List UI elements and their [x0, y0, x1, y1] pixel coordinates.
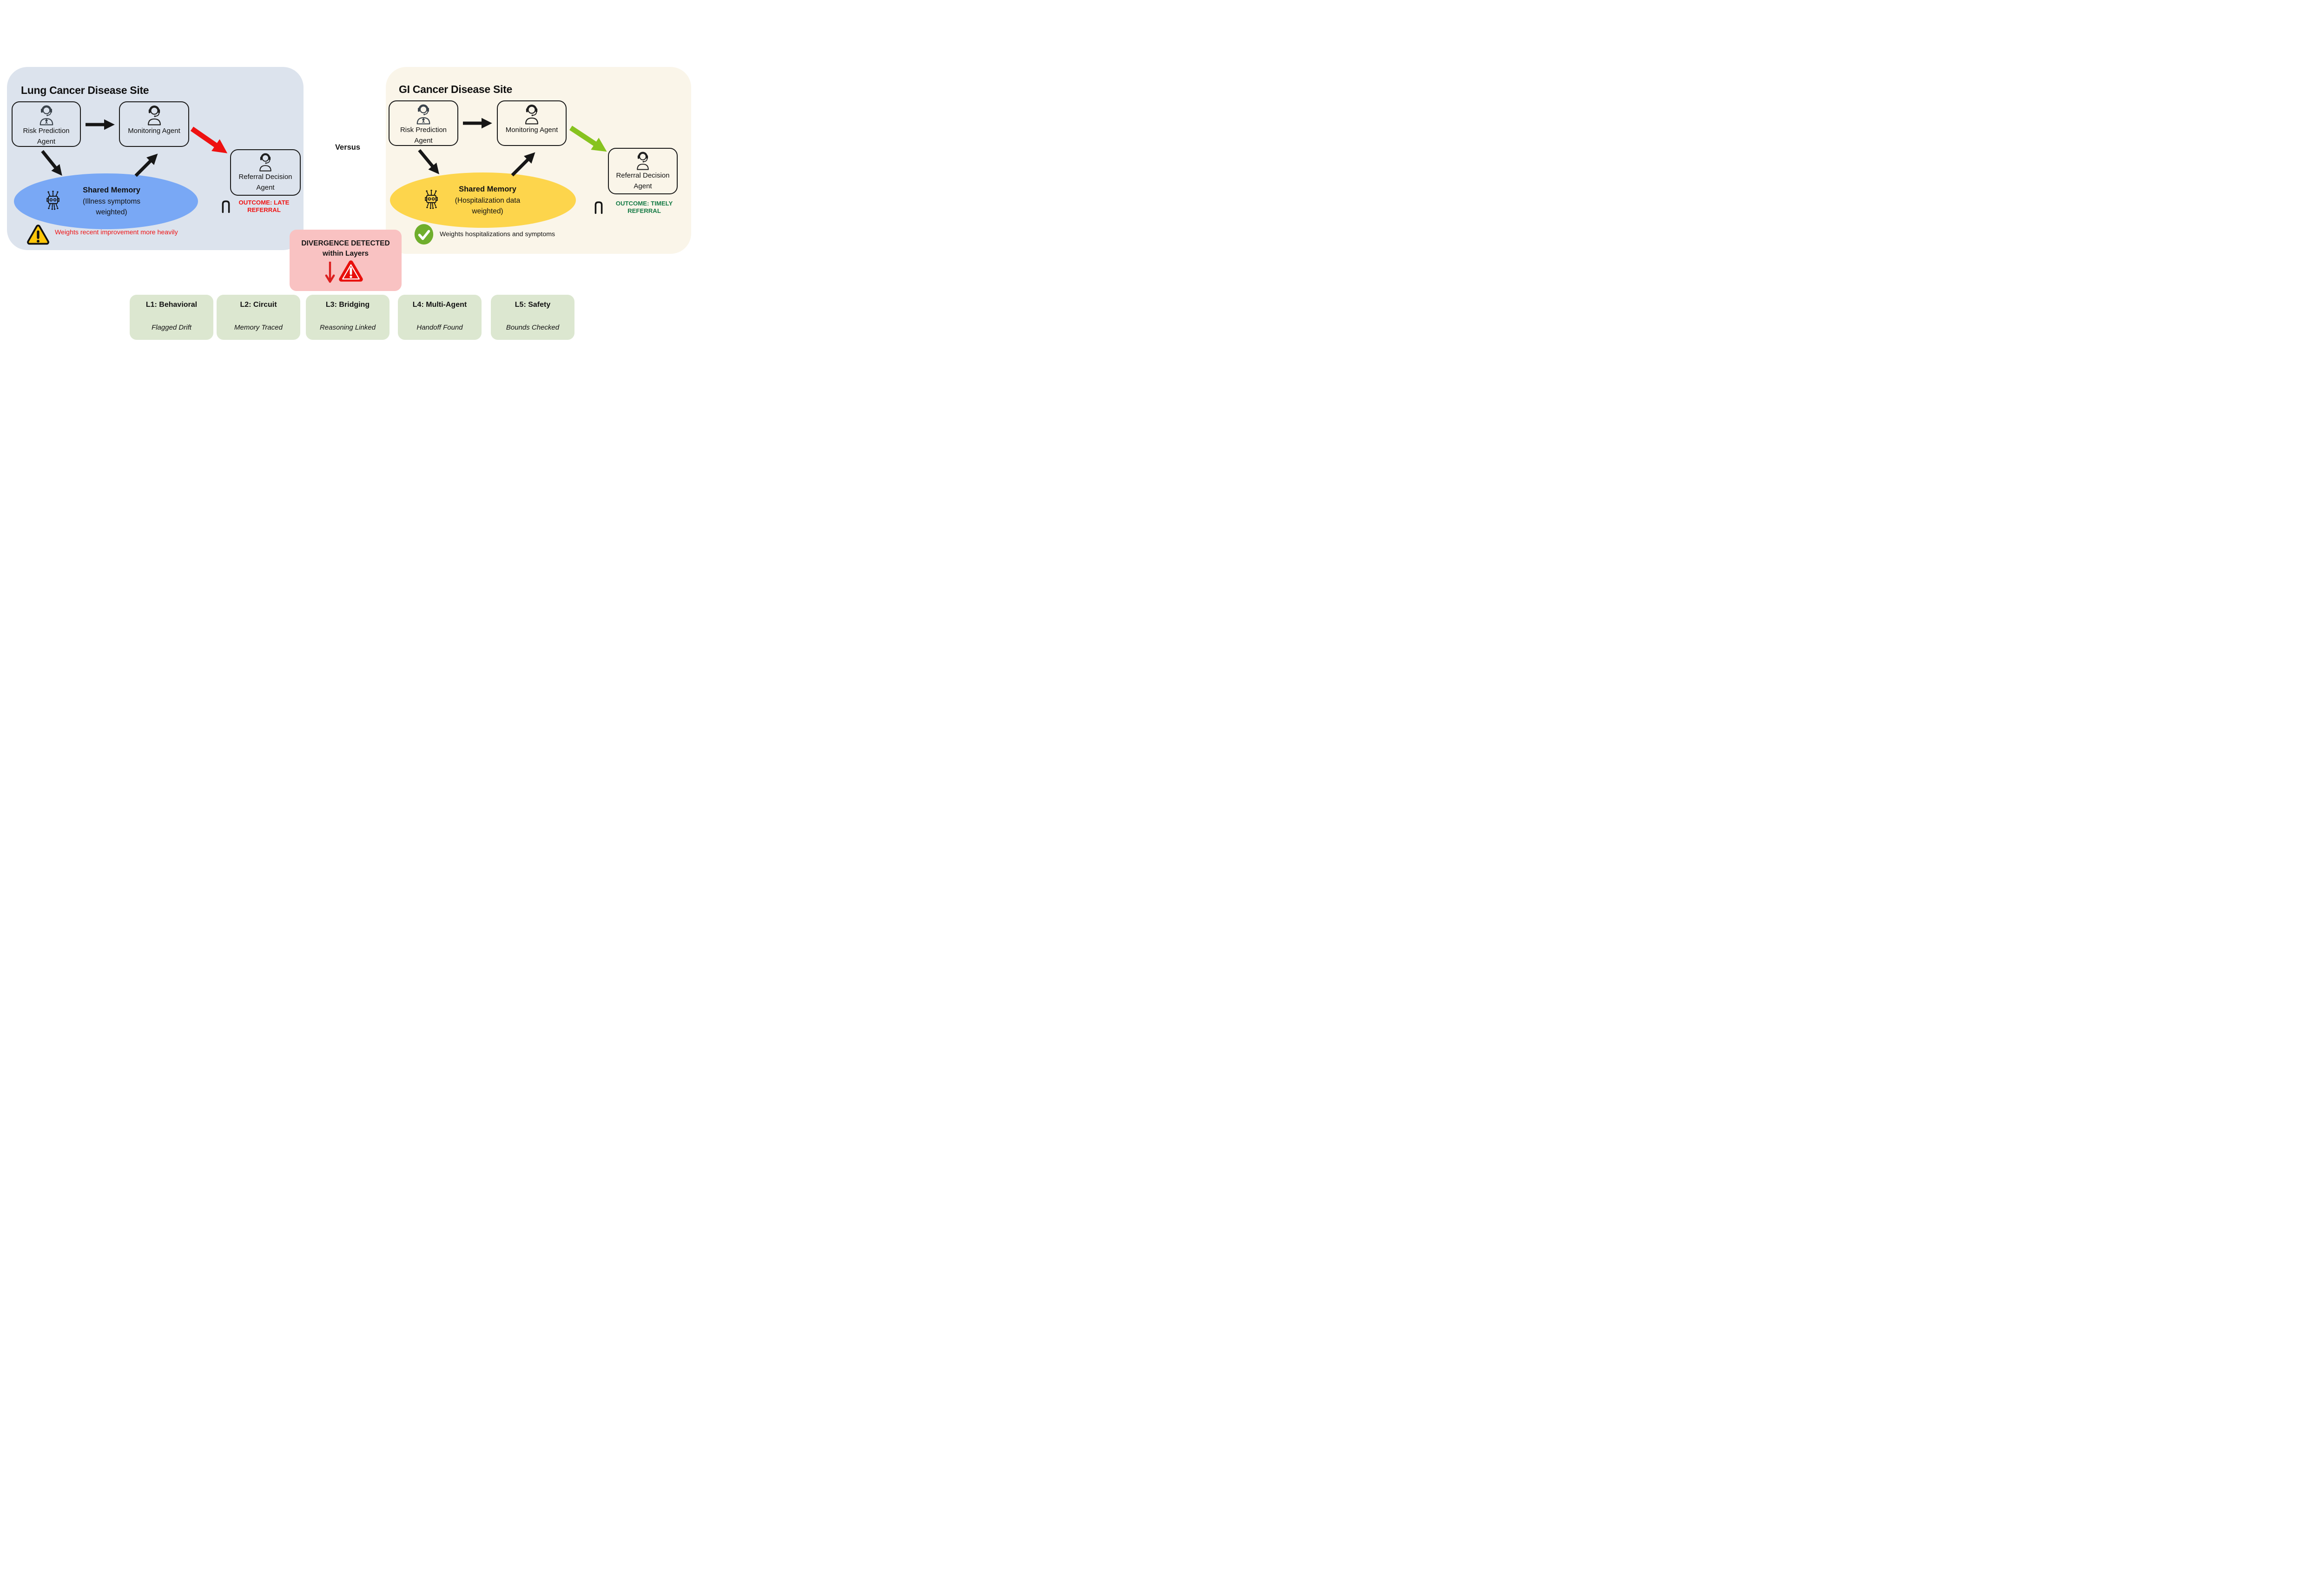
alert-triangle-icon	[338, 259, 363, 282]
layer-label: L3: Bridging	[325, 301, 370, 309]
layer-status: Flagged Drift	[152, 324, 191, 331]
layer-box-l4: L4: Multi-Agent Handoff Found	[398, 295, 482, 340]
divergence-line2: within Layers	[322, 250, 369, 258]
warning-triangle-icon	[26, 224, 50, 245]
outcome-line1: OUTCOME: LATE	[238, 199, 290, 206]
robot-memory-icon	[423, 188, 440, 212]
memory-subtitle: (Illness symptoms weighted)	[82, 197, 141, 216]
layer-status: Memory Traced	[234, 324, 283, 331]
divergence-line1: DIVERGENCE DETECTED	[301, 239, 390, 247]
lung-monitoring-agent-box: Monitoring Agent	[119, 101, 189, 147]
gi-shared-memory-ellipse	[390, 172, 576, 228]
headset-agent-icon	[523, 103, 541, 125]
headset-agent-icon	[634, 150, 652, 170]
gi-monitoring-agent-box: Monitoring Agent	[497, 100, 567, 146]
bracket-icon	[594, 200, 604, 214]
down-arrow-icon	[324, 260, 336, 284]
layer-status: Handoff Found	[416, 324, 463, 331]
lung-memory-note: Weights recent improvement more heavily	[55, 229, 178, 236]
outcome-line1: OUTCOME: TIMELY	[615, 200, 673, 207]
lung-referral-decision-agent-box: Referral Decision Agent	[230, 149, 301, 196]
memory-subtitle: (Hospitalization data weighted)	[455, 196, 521, 215]
headset-agent-tie-icon	[415, 103, 432, 125]
layer-label: L2: Circuit	[240, 301, 277, 309]
layer-box-l1: L1: Behavioral Flagged Drift	[130, 295, 213, 340]
layer-status: Bounds Checked	[506, 324, 560, 331]
agent-label: Risk Prediction Agent	[400, 126, 447, 145]
agent-label: Referral Decision Agent	[238, 173, 292, 192]
memory-title: Shared Memory	[459, 185, 516, 193]
lung-memory-text: Shared Memory (Illness symptoms weighted…	[70, 178, 153, 225]
layer-box-l5: L5: Safety Bounds Checked	[491, 295, 574, 340]
layer-label: L5: Safety	[515, 301, 551, 309]
outcome-line2: REFERRAL	[247, 206, 281, 213]
gi-memory-note: Weights hospitalizations and symptoms	[440, 231, 555, 238]
headset-agent-icon	[145, 104, 163, 126]
lung-panel-title: Lung Cancer Disease Site	[21, 84, 149, 96]
layer-box-l3: L3: Bridging Reasoning Linked	[306, 295, 390, 340]
gi-panel-title: GI Cancer Disease Site	[399, 83, 512, 95]
lung-outcome: OUTCOME: LATE REFERRAL	[231, 199, 297, 213]
check-circle-icon	[413, 224, 435, 245]
gi-referral-decision-agent-box: Referral Decision Agent	[608, 148, 678, 194]
layer-box-l2: L2: Circuit Memory Traced	[217, 295, 300, 340]
agent-label: Referral Decision Agent	[616, 172, 670, 191]
outcome-line2: REFERRAL	[627, 207, 661, 214]
memory-title: Shared Memory	[83, 185, 140, 194]
headset-agent-tie-icon	[38, 104, 55, 126]
lung-shared-memory-ellipse	[14, 173, 198, 229]
divergence-detected-box: DIVERGENCE DETECTED within Layers	[290, 230, 402, 291]
agent-label: Monitoring Agent	[505, 126, 558, 134]
lung-risk-prediction-agent-box: Risk Prediction Agent	[12, 101, 81, 147]
headset-agent-icon	[257, 152, 274, 172]
robot-memory-icon	[44, 189, 62, 212]
layer-label: L1: Behavioral	[145, 301, 198, 309]
gi-risk-prediction-agent-box: Risk Prediction Agent	[389, 100, 458, 146]
versus-label: Versus	[335, 143, 361, 152]
gi-outcome: OUTCOME: TIMELY REFERRAL	[609, 200, 679, 214]
layer-status: Reasoning Linked	[319, 324, 376, 331]
agent-label: Risk Prediction Agent	[23, 127, 70, 146]
agent-label: Monitoring Agent	[128, 127, 180, 135]
layer-label: L4: Multi-Agent	[412, 301, 467, 309]
diagram-canvas: Lung Cancer Disease Site Risk Prediction…	[0, 0, 697, 392]
bracket-icon	[221, 199, 231, 213]
gi-memory-text: Shared Memory (Hospitalization data weig…	[446, 177, 529, 224]
